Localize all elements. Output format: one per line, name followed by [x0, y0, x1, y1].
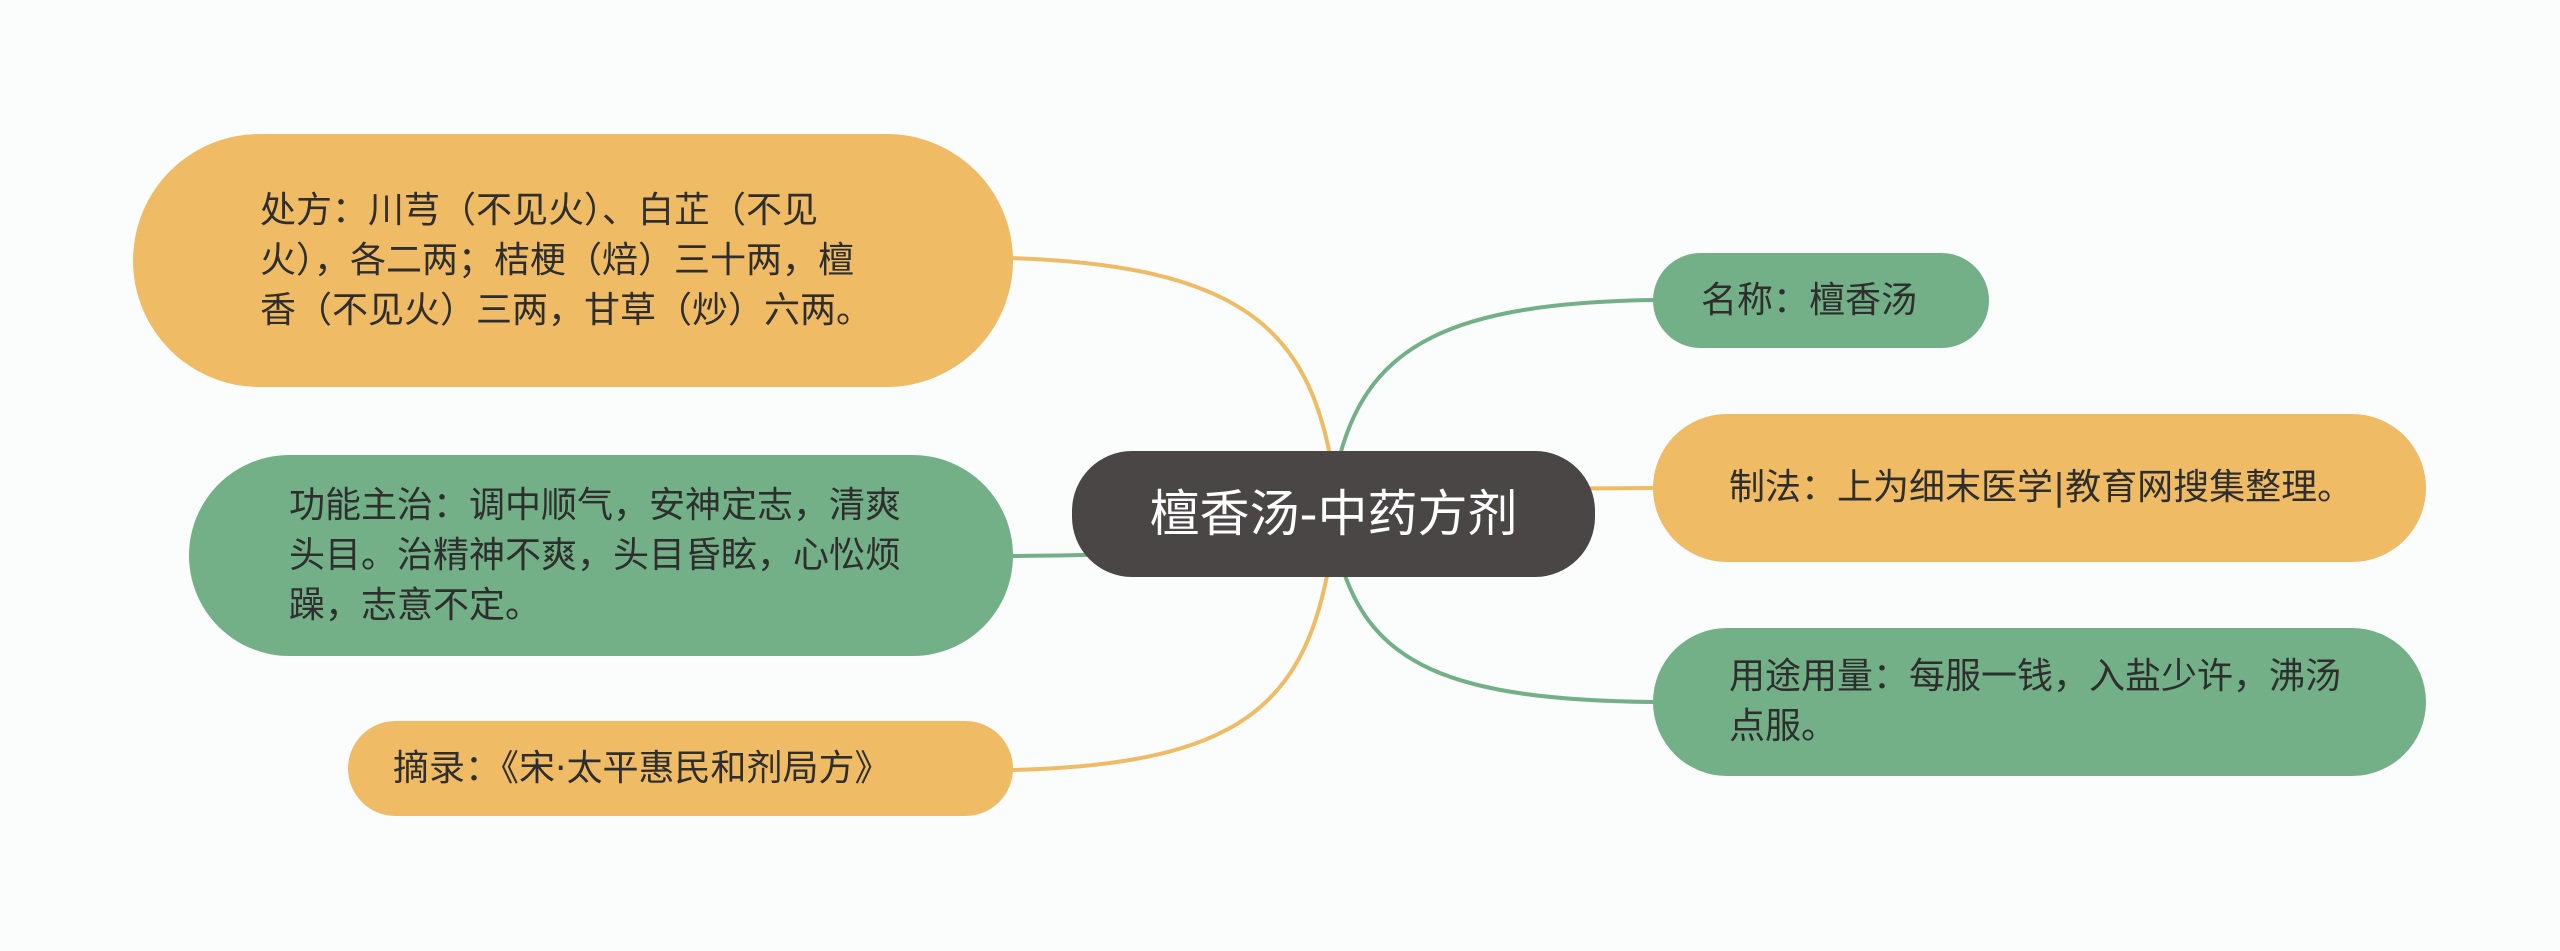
prescription-node[interactable]: 处方：川芎（不见火）、白芷（不见火），各二两；桔梗（焙）三十两，檀香（不见火）三…: [133, 134, 1013, 387]
method-node[interactable]: 制法：上为细末医学|教育网搜集整理。: [1653, 414, 2426, 562]
connector-usage: [1338, 559, 1656, 704]
source-node[interactable]: 摘录：《宋·太平惠民和剂局方》: [348, 721, 1013, 816]
method-text: 制法：上为细末医学|教育网搜集整理。: [1729, 467, 2354, 508]
source-text: 摘录：《宋·太平惠民和剂局方》: [393, 747, 891, 789]
connector-source: [1009, 559, 1332, 772]
name-text: 名称：檀香汤: [1701, 279, 1918, 321]
center-topic[interactable]: 檀香汤-中药方剂: [1072, 451, 1595, 577]
connector-prescription: [1009, 256, 1332, 456]
function-text: 功能主治：调中顺气，安神定志，清爽头目。治精神不爽，头目昏眩，心忪烦躁，志意不定…: [289, 484, 902, 626]
center-topic-label: 檀香汤-中药方剂: [1149, 485, 1518, 543]
usage-text: 用途用量：每服一钱，入盐少许，沸汤点服。: [1729, 656, 2342, 747]
function-node[interactable]: 功能主治：调中顺气，安神定志，清爽头目。治精神不爽，头目昏眩，心忪烦躁，志意不定…: [189, 455, 1013, 656]
usage-node[interactable]: 用途用量：每服一钱，入盐少许，沸汤点服。: [1653, 628, 2426, 776]
prescription-text: 处方：川芎（不见火）、白芷（不见火），各二两；桔梗（焙）三十两，檀香（不见火）三…: [260, 189, 873, 331]
name-node[interactable]: 名称：檀香汤: [1653, 253, 1989, 348]
connector-name: [1338, 298, 1656, 456]
